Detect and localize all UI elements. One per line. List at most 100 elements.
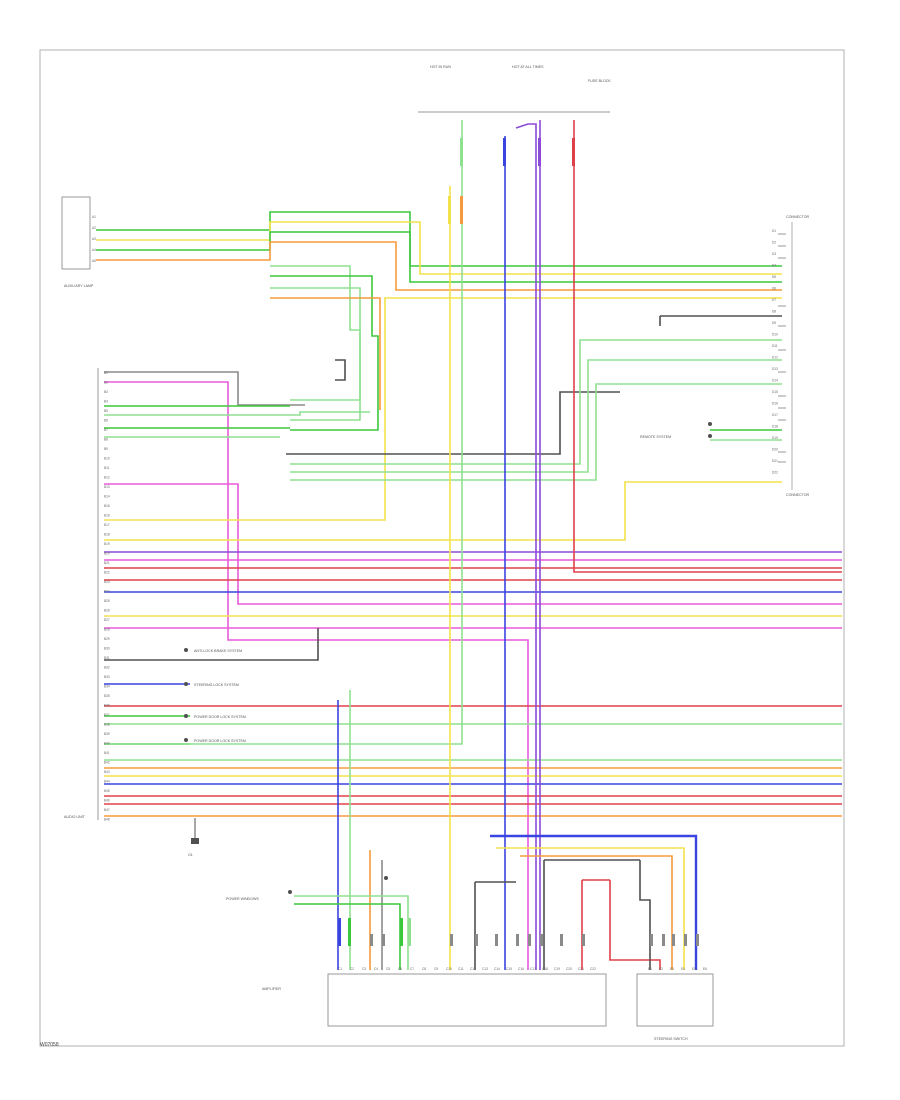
amp-pin-label: C1	[338, 967, 342, 971]
fuse-block-label: FUSE BLOCK	[588, 79, 611, 83]
steering-switch-label: STEERING SWITCH	[654, 1037, 688, 1041]
audio-pin-label: B43	[104, 770, 110, 774]
audio-pin-label: B30	[104, 647, 110, 651]
right-pin-label: D12	[772, 356, 778, 360]
audio-pin-label: B27	[104, 618, 110, 622]
audio-pin-label: B1	[104, 371, 108, 375]
audio-pin-label: B10	[104, 457, 110, 461]
audio-pin-label: B37	[104, 713, 110, 717]
right-pin-label: D16	[772, 402, 778, 406]
wires-aux-lamp	[96, 211, 782, 431]
note-power-windows: POWER WINDOWS	[226, 897, 259, 901]
audio-pin-label: B32	[104, 666, 110, 670]
steering-pin-label: E1	[648, 967, 652, 971]
audio-pin-label: B35	[104, 694, 110, 698]
audio-pin-label: B36	[104, 704, 110, 708]
amp-pin-label: C4	[374, 967, 378, 971]
amplifier-label: AMPLIFIER	[262, 987, 281, 991]
audio-pin-label: B25	[104, 599, 110, 603]
right-pin-label: D18	[772, 425, 778, 429]
audio-pin-label: B8	[104, 438, 108, 442]
reference-arrows	[184, 422, 712, 894]
steering-pin-label: E6	[703, 967, 707, 971]
amplifier-box	[327, 973, 607, 1027]
audio-pin-label: B33	[104, 675, 110, 679]
right-connector-mid-label: CONNECTOR	[786, 493, 809, 497]
audio-pin-label: B15	[104, 504, 110, 508]
audio-pin-label: B20	[104, 552, 110, 556]
aux-pin-label: A3	[92, 237, 96, 241]
right-pin-label: D4	[772, 264, 776, 268]
note-power-lock-2: POWER DOOR LOCK SYSTEM	[194, 739, 246, 743]
right-pin-label: D11	[772, 344, 778, 348]
audio-pin-label: B48	[104, 818, 110, 822]
ground-symbol	[191, 818, 199, 844]
audio-pin-label: B40	[104, 742, 110, 746]
ground-label: G1	[188, 853, 193, 857]
audio-pin-label: B31	[104, 656, 110, 660]
audio-pin-label: B38	[104, 723, 110, 727]
steering-pin-label: E3	[670, 967, 674, 971]
auxiliary-lamp-box	[61, 196, 91, 270]
audio-pin-label: B46	[104, 799, 110, 803]
figure-id: W07058	[40, 1042, 59, 1048]
audio-pin-label: B39	[104, 732, 110, 736]
wires-amplifier	[104, 120, 842, 970]
amp-pin-label: C12	[470, 967, 476, 971]
amp-pin-label: C5	[386, 967, 390, 971]
hot-at-all-times-label: HOT AT ALL TIMES	[512, 65, 544, 69]
audio-pin-label: B12	[104, 476, 110, 480]
right-pin-label: D5	[772, 275, 776, 279]
audio-pin-label: B11	[104, 466, 110, 470]
right-pin-label: D2	[772, 241, 776, 245]
audio-pin-label: B28	[104, 628, 110, 632]
right-pin-label: D7	[772, 298, 776, 302]
audio-pin-label: B3	[104, 390, 108, 394]
right-pin-label: D14	[772, 379, 778, 383]
audio-pin-label: B41	[104, 751, 110, 755]
right-pin-label: D15	[772, 390, 778, 394]
audio-pin-label: B34	[104, 685, 110, 689]
audio-pin-label: B13	[104, 485, 110, 489]
right-pin-label: D20	[772, 448, 778, 452]
amp-pin-label: C3	[362, 967, 366, 971]
amp-pin-label: C20	[566, 967, 572, 971]
amp-pin-label: C6	[398, 967, 402, 971]
audio-pin-label: B45	[104, 789, 110, 793]
note-power-lock-1: POWER DOOR LOCK SYSTEM	[194, 715, 246, 719]
audio-pin-label: B44	[104, 780, 110, 784]
amp-pin-label: C22	[590, 967, 596, 971]
wires-right-connector	[286, 315, 782, 481]
aux-pin-label: A1	[92, 215, 96, 219]
audio-pin-label: B21	[104, 561, 110, 565]
amp-pin-label: C7	[410, 967, 414, 971]
amp-pin-label: C2	[350, 967, 354, 971]
right-connector-pin-labels: D1D2D3D4D5D6D7D8D9D10D11D12D13D14D15D16D…	[772, 229, 778, 475]
audio-pin-label: B26	[104, 609, 110, 613]
right-pin-label: D10	[772, 333, 778, 337]
amp-pin-label: C10	[446, 967, 452, 971]
amplifier-pins	[338, 918, 699, 946]
amp-pin-label: C19	[554, 967, 560, 971]
steering-pin-label: E5	[692, 967, 696, 971]
right-terminal-ticks	[778, 233, 786, 463]
steering-pin-label: E2	[659, 967, 663, 971]
right-pin-label: D13	[772, 367, 778, 371]
amp-pin-label: C8	[422, 967, 426, 971]
amp-pin-label: C21	[578, 967, 584, 971]
audio-pin-label: B23	[104, 580, 110, 584]
amp-pin-label: C16	[518, 967, 524, 971]
amp-pin-label: C9	[434, 967, 438, 971]
amp-pin-label: C17	[530, 967, 536, 971]
right-pin-label: D17	[772, 413, 778, 417]
audio-pin-label: B18	[104, 533, 110, 537]
feed-pins	[448, 138, 575, 224]
hot-in-run-label: HOT IN RUN	[430, 65, 451, 69]
audio-pin-label: B9	[104, 447, 108, 451]
audio-pin-label: B7	[104, 428, 108, 432]
audio-pin-label: B4	[104, 400, 108, 404]
audio-pin-label: B19	[104, 542, 110, 546]
audio-pin-label: B2	[104, 381, 108, 385]
